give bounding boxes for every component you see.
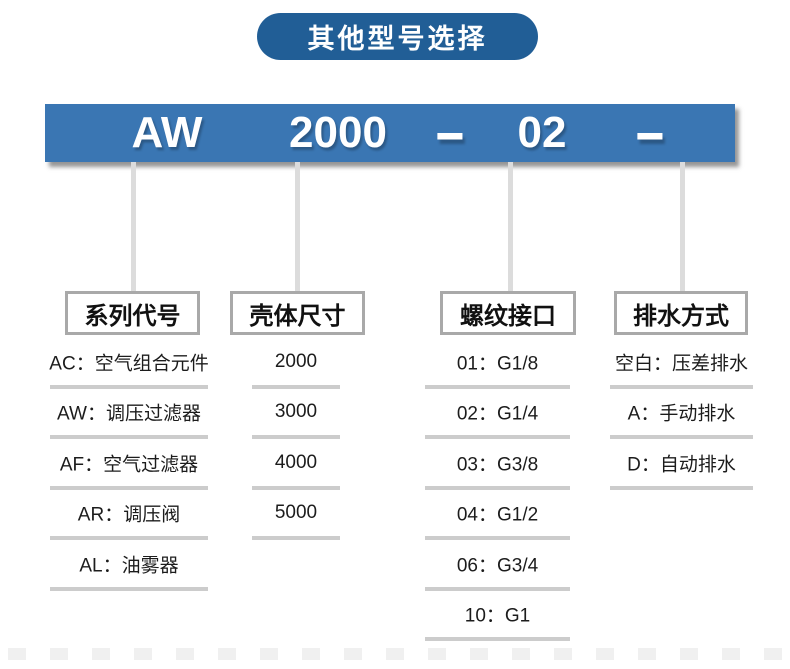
option-divider xyxy=(610,485,753,490)
cropped-next-section-edge xyxy=(8,648,782,660)
column-header-drain-type: 排水方式 xyxy=(614,291,748,335)
option-divider xyxy=(252,536,340,541)
option-label: 3000 xyxy=(274,401,318,423)
option-divider xyxy=(252,385,340,389)
column-header-body-size: 壳体尺寸 xyxy=(230,291,365,335)
option-divider xyxy=(252,435,340,440)
option-label: AC：空气组合元件 xyxy=(49,353,209,375)
option-item: 02：G1/4 xyxy=(425,391,570,441)
option-label: 4000 xyxy=(274,451,318,473)
option-item: AL：油雾器 xyxy=(50,543,208,593)
model-segment-series: AW xyxy=(131,108,203,157)
option-label: AW：调压过滤器 xyxy=(57,403,201,425)
column-header-series-code: 系列代号 xyxy=(65,291,200,335)
option-item: D：自动排水 xyxy=(610,442,753,492)
option-divider xyxy=(50,485,208,490)
option-label: D：自动排水 xyxy=(627,454,736,476)
connector-line-drain xyxy=(680,162,685,291)
option-divider xyxy=(50,536,208,541)
option-label: 01：G1/8 xyxy=(456,353,539,375)
option-label: 02：G1/4 xyxy=(456,403,539,425)
option-item: 03：G3/8 xyxy=(425,442,570,492)
option-divider xyxy=(610,435,753,440)
option-divider xyxy=(425,485,570,490)
option-item: AF：空气过滤器 xyxy=(50,442,208,492)
option-divider xyxy=(425,636,570,641)
option-label: 空白：压差排水 xyxy=(614,353,749,375)
option-divider xyxy=(50,385,208,389)
option-item: A：手动排水 xyxy=(610,391,753,441)
option-label: 06：G3/4 xyxy=(456,555,539,577)
model-segment-dash: – xyxy=(435,95,465,170)
option-item: 3000 xyxy=(252,391,340,441)
option-list-drain-type: 空白：压差排水 A：手动排水 D：自动排水 xyxy=(610,341,753,492)
connector-line-series xyxy=(131,162,136,291)
option-divider xyxy=(50,435,208,440)
connector-line-port xyxy=(508,162,513,291)
option-label: 04：G1/2 xyxy=(456,504,539,526)
option-item: 4000 xyxy=(252,442,340,492)
model-segment-port: 02 xyxy=(517,108,567,157)
option-label: AL：油雾器 xyxy=(79,555,179,577)
option-label: 5000 xyxy=(274,502,318,524)
option-list-thread-port: 01：G1/8 02：G1/4 03：G3/8 04：G1/2 06：G3/4 10：G1 xyxy=(425,341,570,643)
option-label: AF：空气过滤器 xyxy=(59,454,199,476)
section-title-badge: 其他型号选择 xyxy=(257,13,538,60)
option-item: 06：G3/4 xyxy=(425,543,570,593)
option-label: 2000 xyxy=(274,351,318,372)
option-item: 5000 xyxy=(252,492,340,542)
model-segment-size: 2000 xyxy=(289,108,387,157)
connector-line-size xyxy=(295,162,300,291)
column-header-thread-port: 螺纹接口 xyxy=(440,291,576,335)
option-divider xyxy=(425,435,570,440)
option-divider xyxy=(425,586,570,591)
option-divider xyxy=(425,385,570,389)
option-label: 10：G1 xyxy=(464,605,531,627)
option-item: 04：G1/2 xyxy=(425,492,570,542)
option-divider xyxy=(425,536,570,541)
option-list-series-code: AC：空气组合元件 AW：调压过滤器 AF：空气过滤器 AR：调压阀 AL：油雾器 xyxy=(49,341,209,593)
option-list-body-size: 2000 3000 4000 5000 xyxy=(252,341,340,543)
option-divider xyxy=(252,485,340,490)
option-item: AW：调压过滤器 xyxy=(50,391,208,441)
option-label: A：手动排水 xyxy=(627,403,736,425)
option-item: 2000 xyxy=(252,341,340,391)
option-divider xyxy=(50,586,208,591)
option-item: 空白：压差排水 xyxy=(610,341,753,391)
model-code-bar: AW 2000 – 02 – xyxy=(45,96,735,169)
option-item: AR：调压阀 xyxy=(50,492,208,542)
option-label: 03：G3/8 xyxy=(456,454,539,476)
option-item: AC：空气组合元件 xyxy=(49,341,209,391)
model-segment-dash: – xyxy=(635,95,665,170)
option-label: AR：调压阀 xyxy=(77,504,181,526)
option-divider xyxy=(610,385,753,389)
option-item: 01：G1/8 xyxy=(425,341,570,391)
option-item: 10：G1 xyxy=(425,593,570,643)
